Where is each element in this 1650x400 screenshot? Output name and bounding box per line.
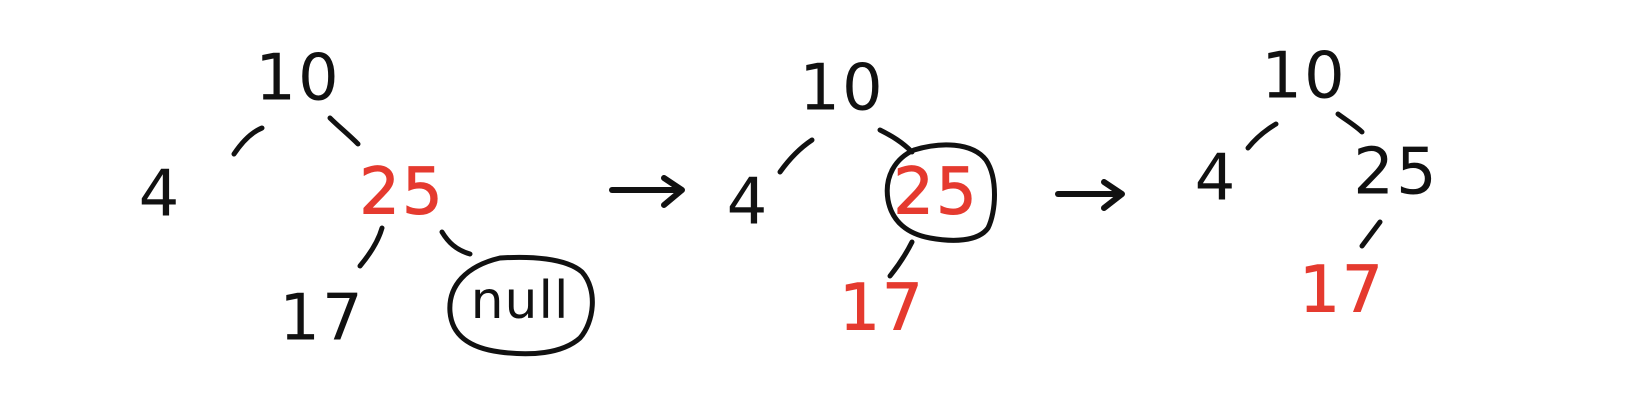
node-root: 10 bbox=[799, 52, 884, 126]
right-arrow-icon bbox=[1055, 179, 1125, 211]
circle-outline bbox=[884, 142, 997, 243]
node-right-left: 17 bbox=[1299, 254, 1384, 328]
edge-right-to-left-child bbox=[1359, 219, 1383, 249]
node-right: 25 bbox=[1353, 136, 1438, 210]
node-left: 4 bbox=[727, 166, 770, 240]
node-right: 25 bbox=[359, 156, 444, 230]
edge-root-left bbox=[777, 137, 815, 175]
node-left: 4 bbox=[1195, 142, 1238, 216]
node-root: 10 bbox=[255, 42, 340, 116]
node-right-left: 17 bbox=[279, 282, 364, 356]
node-null-label: null bbox=[471, 271, 570, 331]
edge-right-to-left-child bbox=[357, 225, 385, 269]
node-root: 10 bbox=[1261, 40, 1346, 114]
right-arrow-icon bbox=[609, 175, 685, 208]
edge-right-to-left-child bbox=[887, 239, 915, 279]
tree-after-deletion: 10 4 25 17 bbox=[1195, 40, 1438, 329]
edge-root-left bbox=[231, 125, 265, 157]
edge-root-right bbox=[327, 115, 361, 147]
node-null-circled: null bbox=[447, 254, 595, 357]
edge-right-to-right-child bbox=[439, 229, 473, 257]
edge-root-right bbox=[1335, 111, 1365, 135]
circle-outline bbox=[447, 254, 595, 357]
edge-root-left bbox=[1245, 121, 1279, 151]
node-right-circled: 25 bbox=[884, 142, 997, 243]
node-right: 25 bbox=[893, 156, 978, 230]
node-right-left: 17 bbox=[839, 272, 924, 346]
node-left: 4 bbox=[139, 158, 182, 232]
tree-circle-highlight: 10 4 25 17 bbox=[727, 52, 997, 346]
tree-before-deletion: 10 4 25 17 null bbox=[139, 42, 595, 357]
edge-root-right bbox=[877, 127, 915, 155]
